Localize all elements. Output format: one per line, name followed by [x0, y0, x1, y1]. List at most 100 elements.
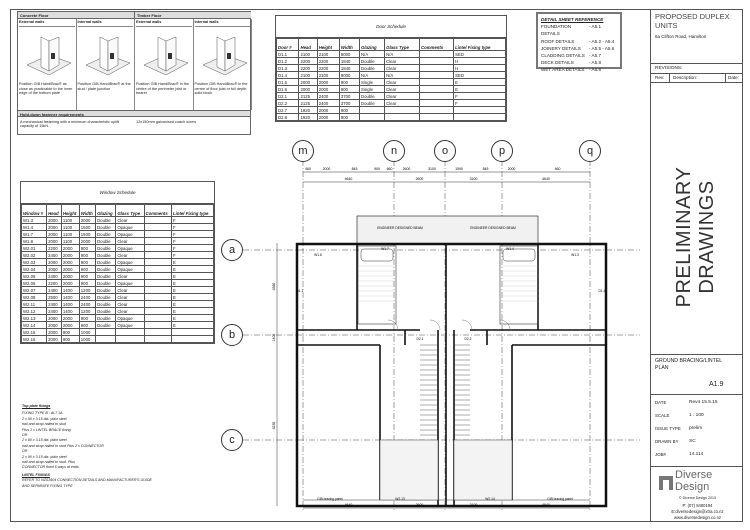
door-swing — [387, 319, 399, 331]
fixing-notes: Top plate fixings FIXING TYPE B - ALT 1A… — [22, 404, 212, 489]
dimension-text: 460 — [305, 167, 311, 171]
note-line: 2 x 90 x 3.15 dia. plain steel — [22, 438, 67, 443]
lintel-title: LINTEL FIXINGS — [22, 472, 50, 477]
detail-reference-item: WET AREA DETAILS- A5.8 — [541, 66, 617, 73]
project-address: 6a Clifton Road, Hamilton — [655, 34, 707, 39]
sheet-number: A1.9 — [709, 381, 724, 388]
note-line: OR — [22, 449, 28, 454]
table-cell: 1000 — [78, 335, 97, 343]
holddown-right: 12x150mm galvanised coach screw — [136, 120, 197, 124]
description-header: Description: — [673, 75, 698, 80]
meta-label: JOB# — [655, 452, 666, 457]
detail-name: DECK DETAILS — [541, 60, 574, 66]
table-cell — [115, 335, 145, 343]
lintel-line: AND SEPARATE FIXING TYPE — [22, 483, 73, 488]
detail-caption: Position GIB HandiBrac® in the centre of… — [194, 82, 248, 96]
plan-label: W1.7 — [381, 247, 389, 251]
detail-reference-item: DECK DETAILS - A5.8 — [541, 59, 617, 66]
grid-bubble-a: a — [221, 239, 243, 261]
note-line: nail and strap nailed to stud — [22, 422, 66, 427]
detail-reference-item: ROOF DETAILS- A5.2 - A5.4 — [541, 38, 617, 45]
detail-column-header: Internal walls — [77, 20, 133, 27]
dimension-text: 460 — [555, 167, 561, 171]
detail-reference-item: CLADDING DETAILS- A5.7 — [541, 52, 617, 59]
detail-column-header: External walls — [19, 20, 75, 27]
note-line: FIXING TYPE B - ALT 1A — [22, 411, 63, 416]
phone: P: (07) 8480194 — [682, 503, 713, 508]
dimension-text: 4640 — [345, 177, 353, 181]
detail-column-header: External walls — [136, 20, 192, 27]
dimension-text: 3100 — [428, 167, 436, 171]
note-line: CONNECTOR fixed 6 ways at ends — [22, 465, 79, 470]
dimension-text: 2000 — [323, 167, 331, 171]
grid-bubble-b: b — [221, 324, 243, 346]
bathroom — [357, 245, 397, 325]
grid-bubble-q: q — [579, 140, 601, 162]
door-schedule-title: Door Schedule — [276, 16, 506, 38]
email: E:diversedesign@xtra.co.nz — [671, 509, 724, 514]
detail-reference-item: FOUNDATION DETAILS- A5.1 — [541, 23, 617, 37]
detail-sheet: - A5.5 - A5.6 — [589, 45, 615, 51]
detail-reference-title: DETAIL SHEET REFERENCE — [541, 17, 604, 22]
plan-label: D2.2 — [465, 337, 472, 341]
detail-name: CLADDING DETAILS — [541, 53, 585, 59]
table-cell: 900 — [338, 113, 361, 121]
sheet-border — [10, 9, 743, 522]
meta-label: ISSUE TYPE — [655, 426, 681, 431]
note-line: nail and strap nailed to stud. Plus — [22, 460, 75, 465]
note-line: nail and strap nailed to stud Plus 2 x C… — [22, 443, 104, 448]
column-header: Glazing — [95, 204, 117, 217]
bathroom — [499, 245, 539, 325]
plan-label: D1.1 — [297, 289, 304, 293]
detail-name: ROOF DETAILS — [541, 38, 575, 44]
dimension-text: 2000 — [508, 167, 516, 171]
date-header: Date: — [728, 75, 739, 80]
detail-caption: Position GIB HandiBrac® in the centre of… — [136, 82, 190, 96]
exterior-wall — [295, 242, 608, 508]
meta-value: prelim — [689, 426, 703, 431]
table-cell: W2.16 — [20, 335, 48, 343]
detail-name: JOINERY DETAILS — [541, 45, 581, 51]
dimension-text: 2600 — [416, 177, 424, 181]
dimension-text: 1590 — [455, 167, 463, 171]
grid-bubble-p: p — [491, 140, 513, 162]
table-cell: 1920 — [298, 113, 318, 121]
title-block: PROPOSED DUPLEX UNITS 6a Clifton Road, H… — [650, 9, 743, 522]
handibrac-sketch — [19, 27, 75, 82]
detail-sheet: - A5.8 — [589, 60, 602, 66]
beam-label: ENGINEER DESIGNED BEAM — [470, 226, 516, 230]
website: www.diversedesign.co.nz — [673, 515, 721, 520]
timber-floor-header: Timber Floor — [134, 12, 251, 19]
grid-bubble-o: o — [434, 140, 456, 162]
holddown-header: Hold-down fastener requirements — [18, 110, 250, 117]
note-line: OR — [22, 433, 28, 438]
holddown-left: A mechanical fastening with a minimum ch… — [20, 120, 119, 128]
dimension-text: 900 — [374, 167, 380, 171]
grid-bubble-c: c — [221, 429, 243, 451]
dimension-text: 845 — [483, 167, 489, 171]
dimension-text: 845 — [352, 167, 358, 171]
handibrac-detail: Concrete Floor Timber Floor External wal… — [17, 11, 252, 135]
detail-caption: Position GIB HandiBrac® as close as prac… — [19, 82, 73, 96]
dimension-text: 4380 — [272, 283, 276, 291]
detail-sheet: - A5.8 — [589, 67, 602, 73]
table-cell — [171, 335, 214, 343]
meta-label: DRAWN BY — [655, 439, 679, 444]
project-title: PROPOSED DUPLEX UNITS — [655, 12, 730, 30]
door-swing — [499, 319, 511, 331]
garage-floor — [379, 439, 439, 501]
copyright: © Diverse Design 2013 — [678, 496, 716, 500]
